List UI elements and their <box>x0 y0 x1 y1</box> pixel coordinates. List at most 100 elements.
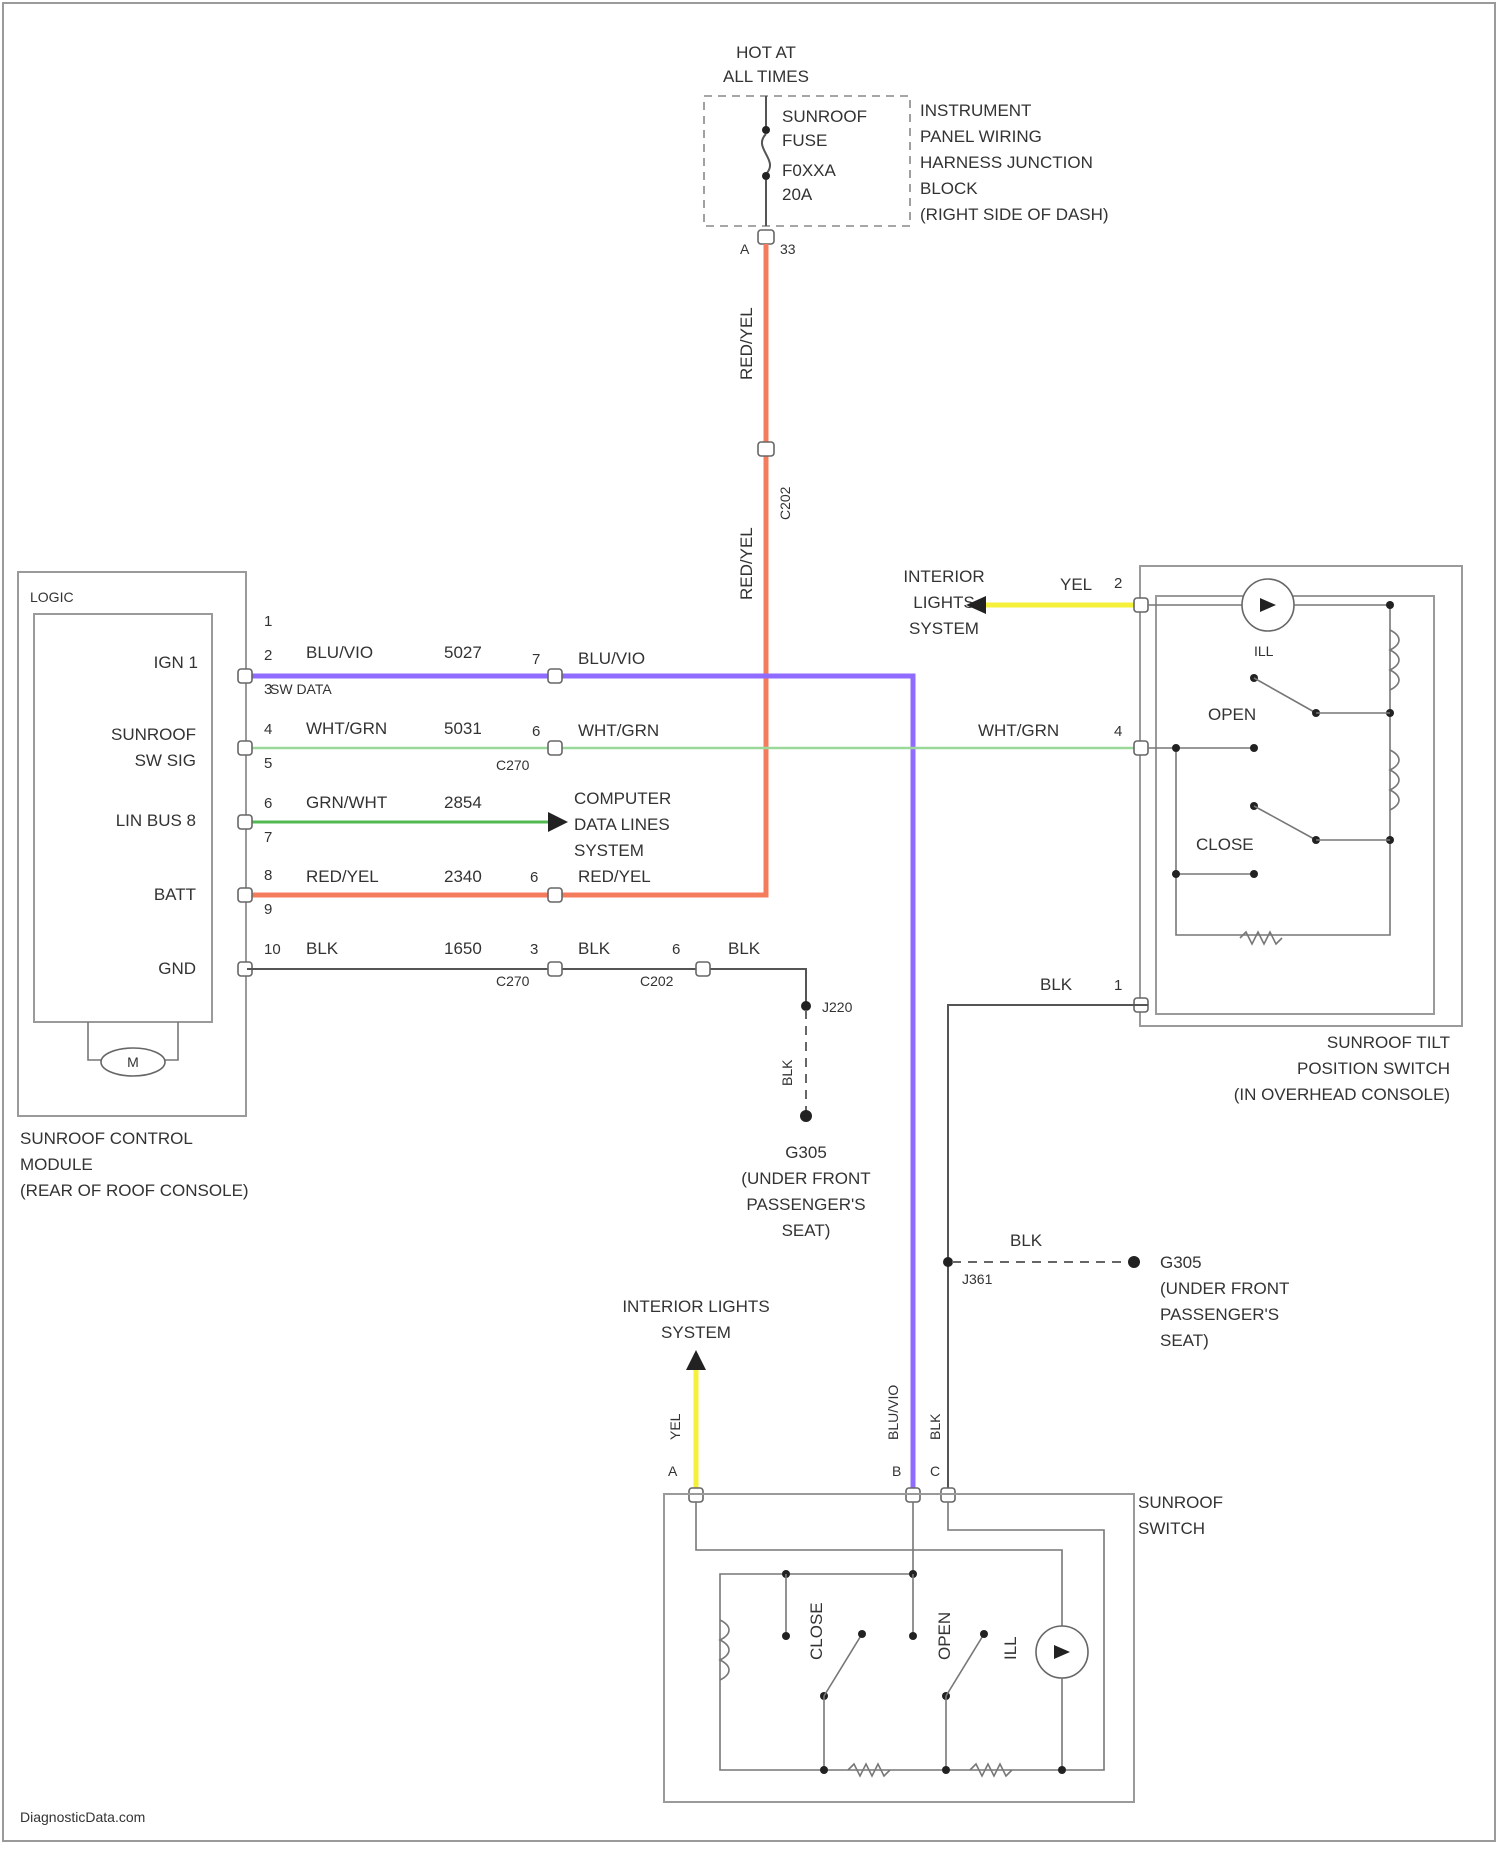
switch-node-bottom-2 <box>942 1766 950 1774</box>
module-name-2: MODULE <box>20 1155 93 1174</box>
switch-pin-c: C <box>930 1463 940 1479</box>
tilt-ill-lead-right <box>1176 605 1390 935</box>
tilt-interior-label-3: SYSTEM <box>909 619 979 638</box>
watermark: DiagnosticData.com <box>20 1809 145 1825</box>
batt-wire-color-right: RED/YEL <box>578 867 651 886</box>
module-conn-sw <box>238 741 252 755</box>
gnd-inline-conn-2 <box>696 962 710 976</box>
tilt-yel-color: YEL <box>1060 575 1092 594</box>
ground-g305-desc-2: PASSENGER'S <box>746 1195 865 1214</box>
tilt-name-3: (IN OVERHEAD CONSOLE) <box>1234 1085 1450 1104</box>
ign-wire-color-right: BLU/VIO <box>578 649 645 668</box>
ground-g305-icon <box>800 1110 812 1122</box>
tilt-name-2: POSITION SWITCH <box>1297 1059 1450 1078</box>
fuse-label-4: 20A <box>782 185 813 204</box>
c202-label: C202 <box>777 486 793 520</box>
batt-conn-pin: 6 <box>530 869 538 886</box>
ign-wire-circuit: 5027 <box>444 643 482 662</box>
open-blade-end <box>980 1630 988 1638</box>
fuse-label-2: FUSE <box>782 131 827 150</box>
module-name-1: SUNROOF CONTROL <box>20 1129 193 1148</box>
tilt-yel-pin: 2 <box>1114 575 1122 592</box>
module-pin-4: 4 <box>264 721 272 738</box>
gnd-conn-pin: 3 <box>530 941 538 958</box>
tilt-close-blade <box>1254 806 1316 840</box>
block-label-5: (RIGHT SIDE OF DASH) <box>920 205 1109 224</box>
tilt-name-1: SUNROOF TILT <box>1327 1033 1450 1052</box>
gnd-wire-circuit: 1650 <box>444 939 482 958</box>
lin-dest-2: DATA LINES <box>574 815 670 834</box>
fuse-terminal-bottom <box>762 172 770 180</box>
close-contact-top <box>782 1632 790 1640</box>
tilt-node-wg <box>1172 744 1180 752</box>
gnd-wire-color-right: BLK <box>728 939 761 958</box>
ground-g305-desc-3: SEAT) <box>782 1221 831 1240</box>
module-pin-1: 1 <box>264 613 272 630</box>
switch-name-2: SWITCH <box>1138 1519 1205 1538</box>
lower-bluvio-label: BLU/VIO <box>885 1385 901 1440</box>
block-label-4: BLOCK <box>920 179 978 198</box>
fuse-label-1: SUNROOF <box>782 107 867 126</box>
module-pin-2: 2 <box>264 647 272 664</box>
gnd-wire-color: BLK <box>306 939 339 958</box>
lin-wire-circuit: 2854 <box>444 793 482 812</box>
gnd-conn2-pin: 6 <box>672 941 680 958</box>
ign-inline-conn <box>548 669 562 683</box>
pin-batt-label: BATT <box>154 885 196 904</box>
switch-pin-b: B <box>892 1463 901 1479</box>
fuse-pin-a: A <box>740 241 750 257</box>
red-yel-label-upper: RED/YEL <box>737 307 756 380</box>
fuse-terminal-top <box>762 126 770 134</box>
tilt-open-label: OPEN <box>1208 705 1256 724</box>
sunroof-switch: A B C SUNROOF SWITCH CLOSE OPEN <box>664 1463 1223 1802</box>
splice-j220-label: J220 <box>822 999 853 1015</box>
tilt-ill-label: ILL <box>1254 643 1274 659</box>
tilt-blk-wire <box>948 1005 1148 1494</box>
pin-gnd-label: GND <box>158 959 196 978</box>
tilt-node-close-right <box>1250 870 1258 878</box>
lower-ground-desc-2: PASSENGER'S <box>1160 1305 1279 1324</box>
module-name-3: (REAR OF ROOF CONSOLE) <box>20 1181 249 1200</box>
tilt-node-close-left <box>1172 870 1180 878</box>
lin-arrow-icon <box>548 812 568 832</box>
tilt-interior-label-2: LIGHTS <box>913 593 974 612</box>
motor-label: M <box>127 1054 139 1070</box>
switch-ill-feed <box>696 1502 1062 1640</box>
lin-dest-1: COMPUTER <box>574 789 671 808</box>
fuse-pin-b: 33 <box>780 241 796 257</box>
sw-conn-name: C270 <box>496 757 530 773</box>
gnd-inline-conn <box>548 962 562 976</box>
switch-name-1: SUNROOF <box>1138 1493 1223 1512</box>
lower-ground-desc-3: SEAT) <box>1160 1331 1209 1350</box>
gnd-wire-color-mid: BLK <box>578 939 611 958</box>
splice-j361 <box>943 1257 953 1267</box>
tilt-conn-wg <box>1134 741 1148 755</box>
fuse-element <box>762 134 770 174</box>
splice-j361-label: J361 <box>962 1271 993 1287</box>
tilt-blk-color: BLK <box>1040 975 1073 994</box>
gnd-conn-name: C270 <box>496 973 530 989</box>
lower-blk-label: BLK <box>927 1413 943 1440</box>
lower-ground-icon <box>1128 1256 1140 1268</box>
diagram-frame <box>3 3 1495 1841</box>
hot-label-2: ALL TIMES <box>723 67 809 86</box>
switch-ill-label: ILL <box>1001 1636 1020 1660</box>
logic-label: LOGIC <box>30 589 74 605</box>
switch-node-bottom-3 <box>1058 1766 1066 1774</box>
sunroof-control-module: LOGIC IGN 1 SUNROOF SW SIG LIN BUS 8 BAT… <box>18 572 281 1200</box>
tilt-blk-pin: 1 <box>1114 977 1122 994</box>
tilt-coil-lower-icon <box>1390 750 1399 810</box>
fuse-block: HOT AT ALL TIMES SUNROOF FUSE F0XXA 20A … <box>704 43 1109 257</box>
sw-wire-color: WHT/GRN <box>306 719 387 738</box>
lower-gnd-color: BLK <box>1010 1231 1043 1250</box>
pin-sw-sig-label-1: SUNROOF <box>111 725 196 744</box>
sw-wire-color-right: WHT/GRN <box>578 721 659 740</box>
gnd-drop-color: BLK <box>779 1059 795 1086</box>
module-pin-5: 5 <box>264 755 272 772</box>
switch-coil-icon <box>720 1620 729 1680</box>
fuse-label-3: F0XXA <box>782 161 837 180</box>
lower-interior-label-2: SYSTEM <box>661 1323 731 1342</box>
tilt-switch-inner <box>1156 596 1434 1014</box>
tilt-switch-outer <box>1140 566 1462 1026</box>
